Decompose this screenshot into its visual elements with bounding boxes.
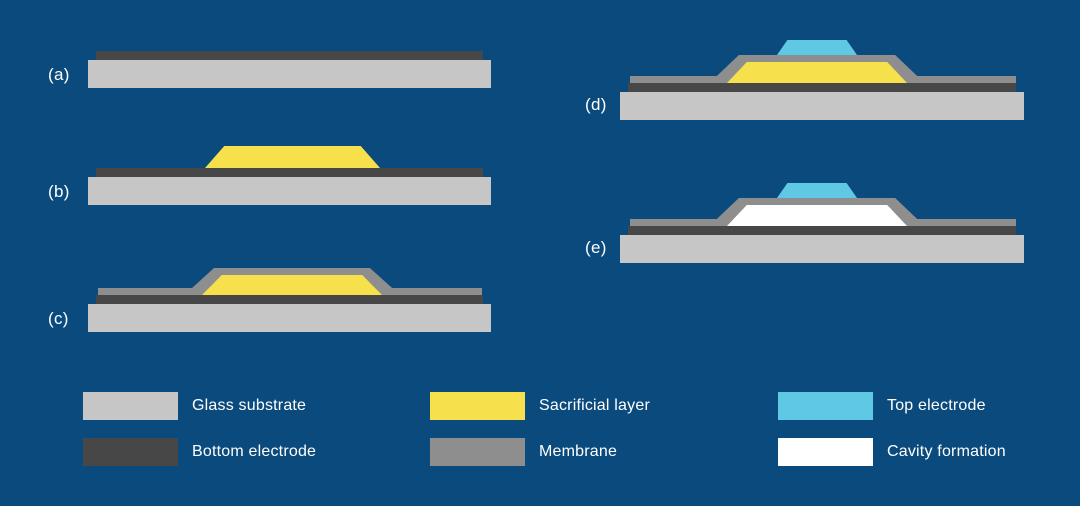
panel-d-sacrificial-layer xyxy=(727,62,907,83)
legend-swatch-membrane xyxy=(430,438,525,466)
panel-d-glass-substrate xyxy=(620,92,1024,120)
legend-label-top-electrode: Top electrode xyxy=(887,397,986,414)
legend-label-glass-substrate: Glass substrate xyxy=(192,397,307,414)
panel-b-label: (b) xyxy=(48,182,70,201)
panel-b-bottom-electrode xyxy=(96,168,483,177)
panel-a-glass-substrate xyxy=(88,60,491,88)
panel-b-sacrificial-layer xyxy=(205,146,380,168)
panel-d-bottom-electrode xyxy=(628,83,1016,92)
legend-swatch-cavity-formation xyxy=(778,438,873,466)
legend-label-sacrificial-layer: Sacrificial layer xyxy=(539,397,650,414)
panel-c-label: (c) xyxy=(48,309,69,328)
legend-label-bottom-electrode: Bottom electrode xyxy=(192,443,317,460)
panel-d-label: (d) xyxy=(585,95,607,114)
panel-e-cavity xyxy=(727,205,907,226)
legend-swatch-bottom-electrode xyxy=(83,438,178,466)
panel-e-bottom-electrode xyxy=(628,226,1016,235)
panel-c-glass-substrate xyxy=(88,304,491,332)
legend-swatch-top-electrode xyxy=(778,392,873,420)
panel-d-top-electrode xyxy=(777,40,857,55)
panel-a-bottom-electrode xyxy=(96,51,483,60)
panel-c-sacrificial-layer xyxy=(202,275,382,295)
panel-c-bottom-electrode xyxy=(96,295,483,304)
legend-label-cavity-formation: Cavity formation xyxy=(887,443,1006,460)
legend-swatch-sacrificial-layer xyxy=(430,392,525,420)
panel-e-glass-substrate xyxy=(620,235,1024,263)
panel-b-glass-substrate xyxy=(88,177,491,205)
legend-label-membrane: Membrane xyxy=(539,443,618,460)
panel-e-label: (e) xyxy=(585,238,607,257)
panel-e-top-electrode xyxy=(777,183,857,198)
legend-swatch-glass-substrate xyxy=(83,392,178,420)
panel-a-label: (a) xyxy=(48,65,70,84)
